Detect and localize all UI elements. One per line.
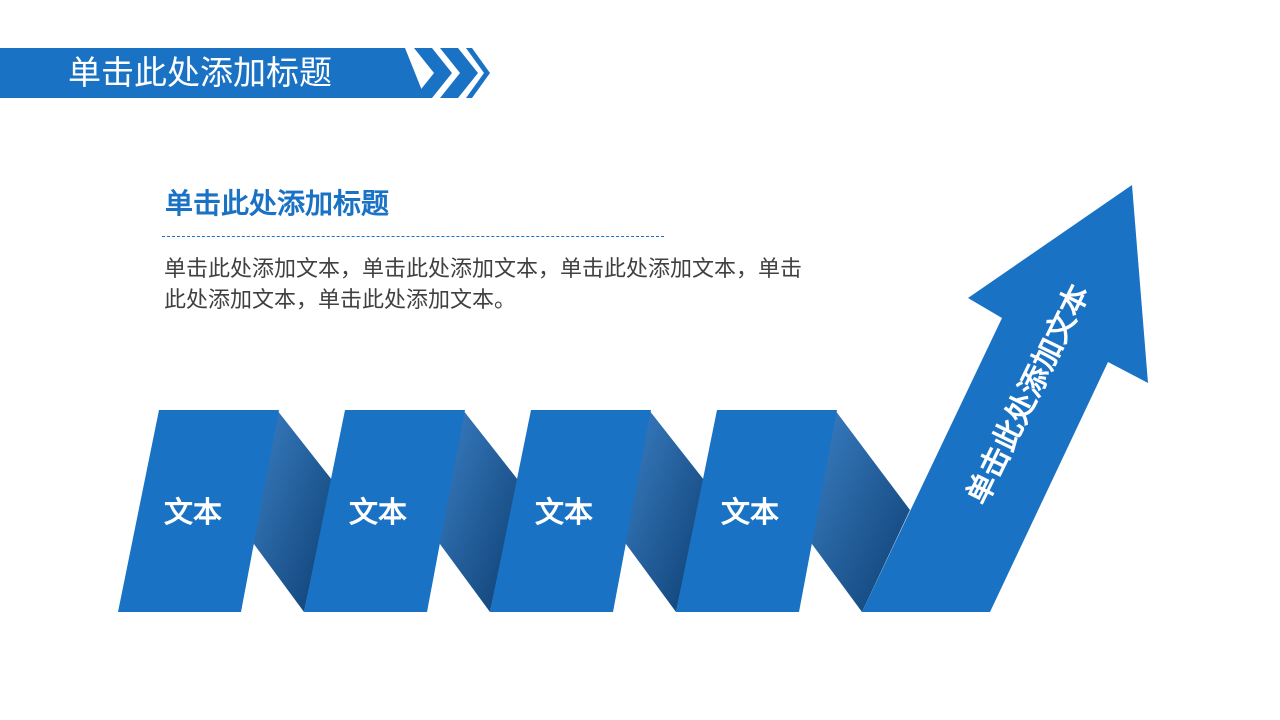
step-block-2 (304, 410, 465, 612)
page-title: 单击此处添加标题 (68, 53, 332, 92)
step-block-4 (676, 410, 837, 612)
body-text: 单击此处添加文本，单击此处添加文本，单击此处添加文本，单击此处添加文本，单击此处… (164, 257, 803, 313)
step-block-3 (490, 410, 651, 612)
step-block-1 (118, 410, 279, 612)
fold-3 (623, 410, 704, 612)
step-label-1: 文本 (163, 495, 222, 529)
fold-2 (437, 410, 518, 612)
title-bar: 单击此处添加标题 (0, 48, 490, 98)
step-label-4: 文本 (720, 495, 779, 529)
title-banner-shape (0, 48, 490, 98)
section-title: 单击此处添加标题 (165, 187, 390, 220)
divider (162, 236, 664, 237)
fold-4 (809, 410, 910, 612)
fold-1 (251, 410, 332, 612)
step-label-3: 文本 (534, 495, 593, 529)
step-label-2: 文本 (348, 495, 407, 529)
growth-arrow (862, 185, 1148, 612)
